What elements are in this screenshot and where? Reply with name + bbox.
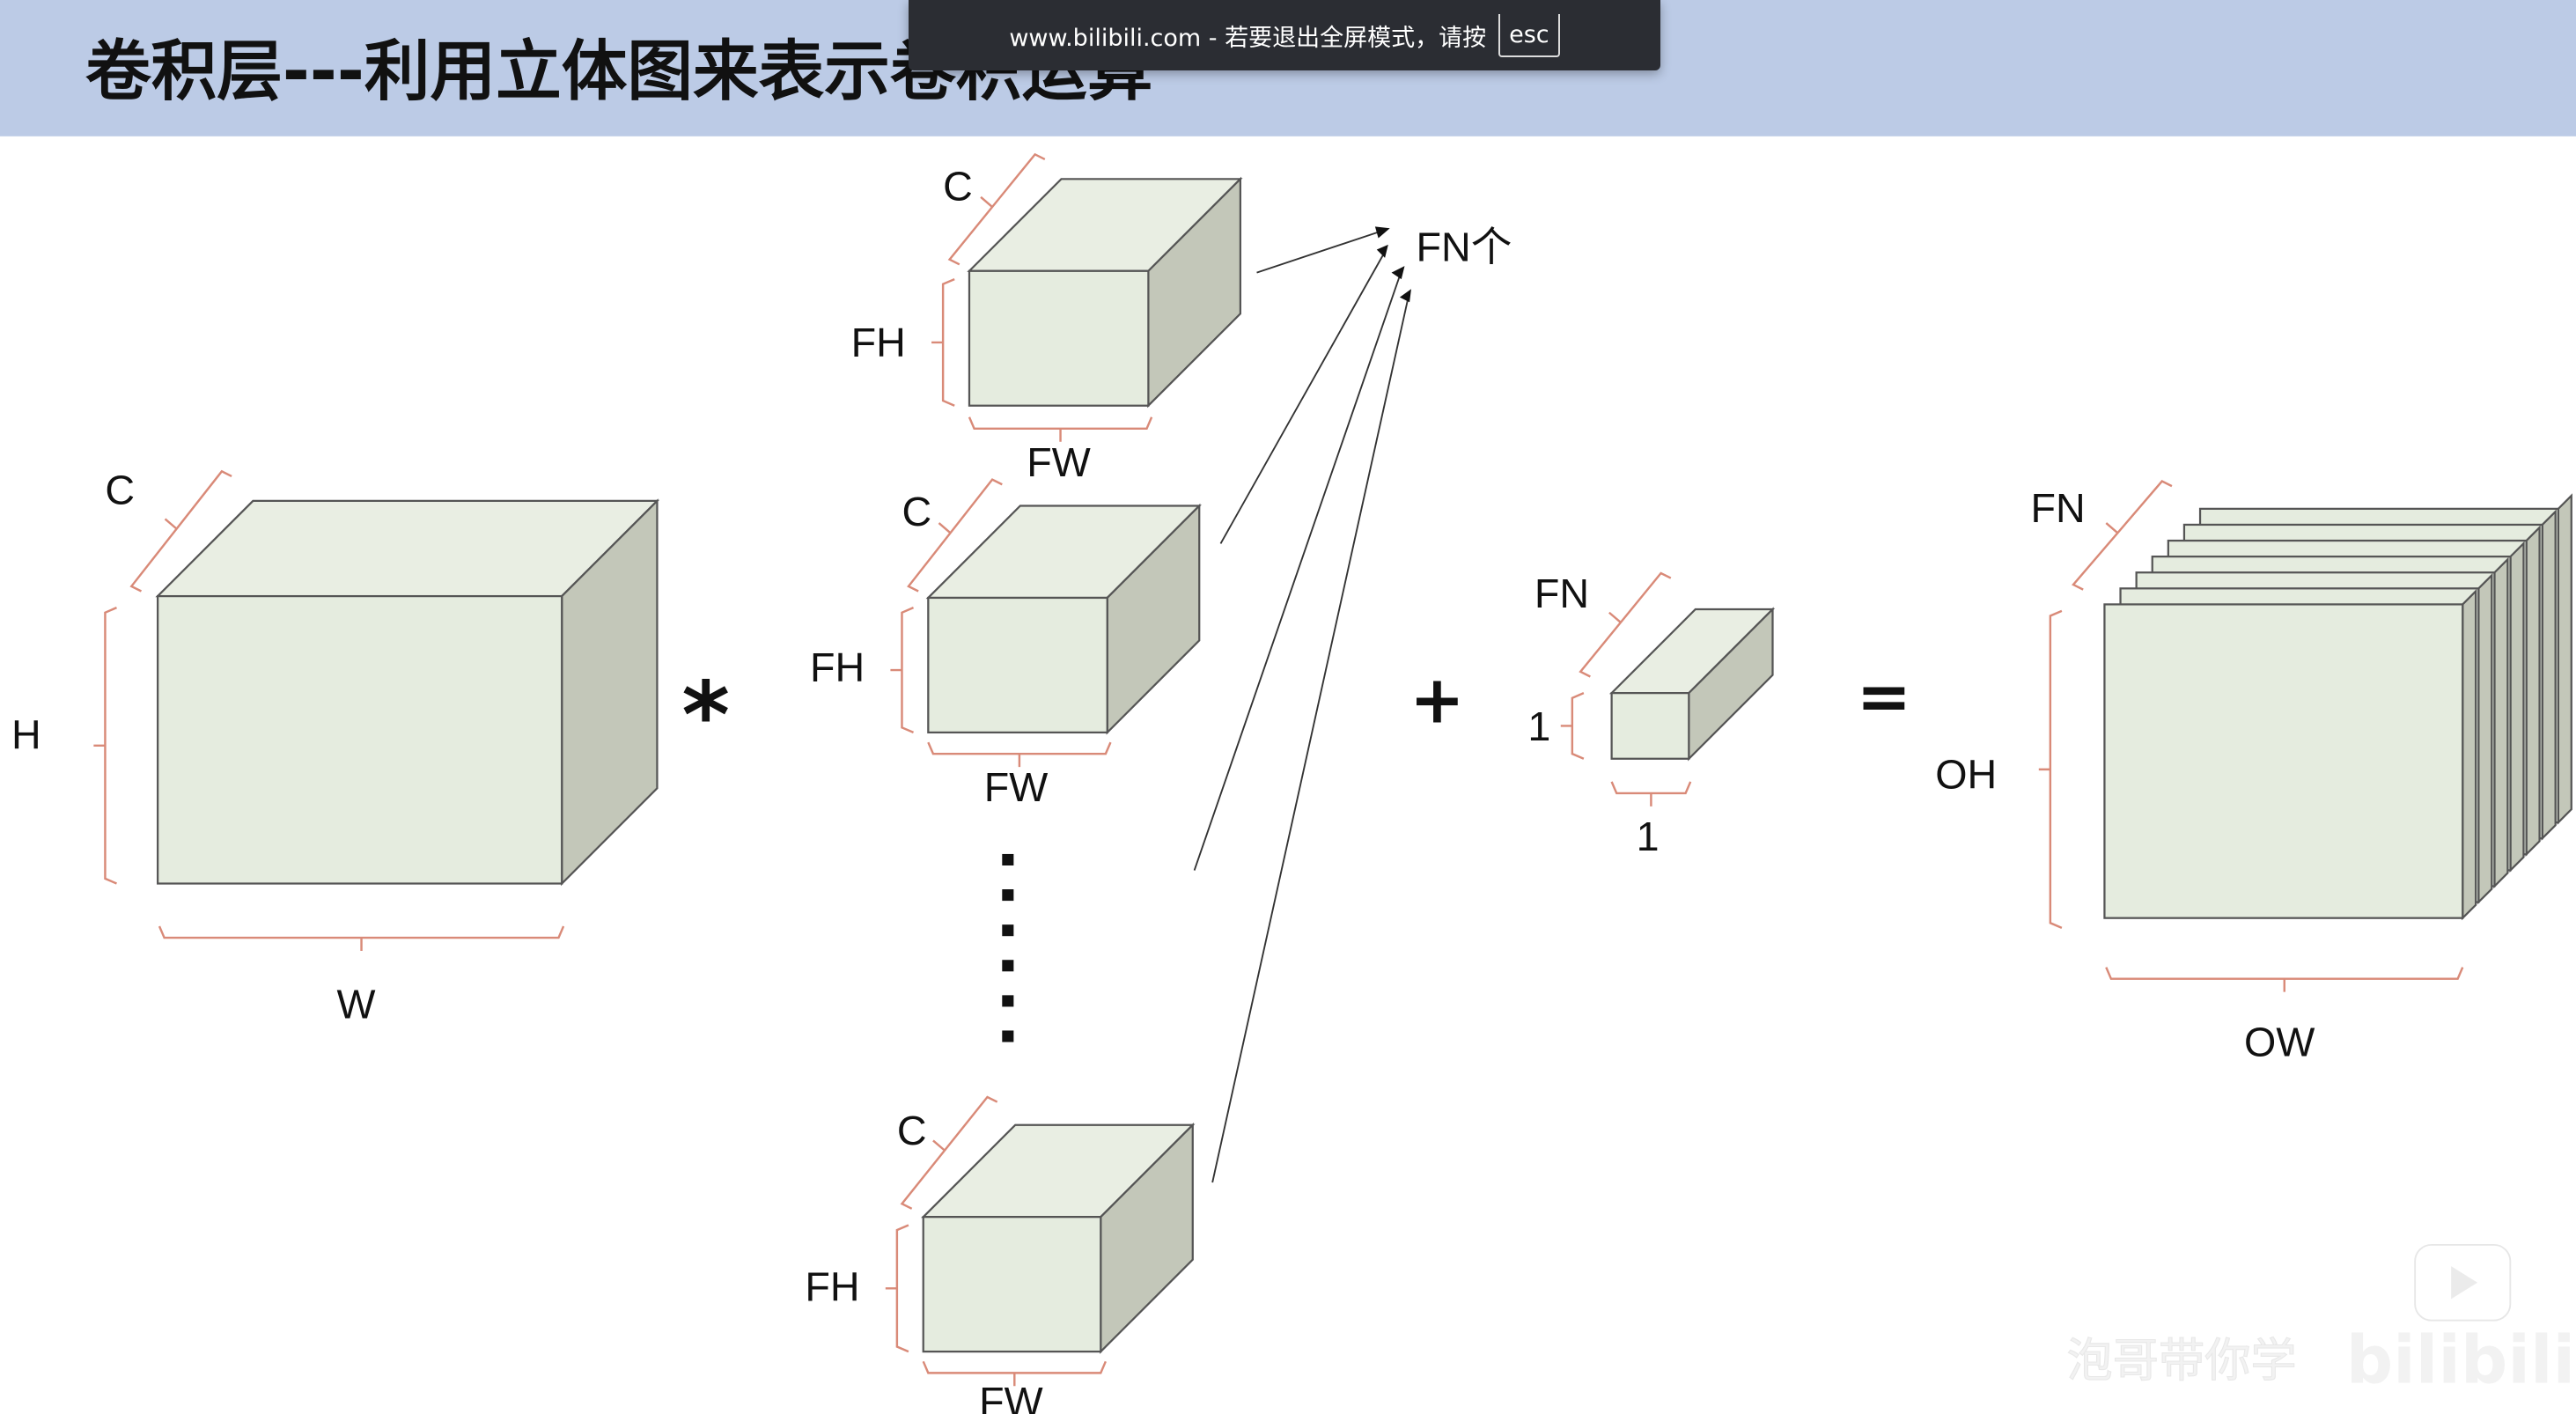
brace xyxy=(1560,692,1585,760)
filter2-c-label: C xyxy=(902,489,931,534)
arrowheads xyxy=(1374,226,1411,303)
bias-h-label: 1 xyxy=(1527,703,1550,749)
filter1-fw-label: FW xyxy=(1027,439,1091,485)
filter2-fh-label: FH xyxy=(810,644,865,690)
filter1-fh-label: FH xyxy=(851,320,906,365)
brace xyxy=(927,741,1112,768)
filter-cube-n xyxy=(921,1123,1196,1354)
ellipsis-dots xyxy=(1002,853,1014,1042)
filter-count-label: FN个 xyxy=(1417,225,1512,270)
output-channel-plate xyxy=(2103,603,2464,919)
filter-cube-1 xyxy=(967,176,1243,409)
brace xyxy=(890,607,915,734)
brace xyxy=(129,469,232,593)
arrows xyxy=(1193,226,1411,1183)
watermark-uploader: 泡哥带你学 xyxy=(2067,1335,2297,1388)
dot xyxy=(1002,853,1014,865)
brace xyxy=(947,152,1046,266)
bias-cube xyxy=(1608,607,1776,762)
filter3-fw-label: FW xyxy=(979,1379,1043,1414)
dot xyxy=(1002,1030,1014,1042)
input-w-label: W xyxy=(337,981,376,1027)
brace xyxy=(1610,781,1692,806)
brace xyxy=(968,416,1153,442)
arrow-filter-3 xyxy=(1193,276,1401,871)
brace xyxy=(2072,480,2173,591)
convolution-operator: * xyxy=(681,662,730,770)
watermark-brand: bilibili xyxy=(2346,1322,2575,1399)
input-c-label: C xyxy=(105,468,135,513)
brace xyxy=(931,277,955,407)
arrow-filter-2 xyxy=(1219,254,1385,544)
plus-operator: + xyxy=(1409,662,1465,739)
filter-cube-2 xyxy=(925,503,1202,735)
arrow-filter-1 xyxy=(1256,231,1380,274)
dot xyxy=(1002,995,1014,1007)
esc-key-badge: esc xyxy=(1498,13,1560,57)
dot xyxy=(1002,889,1014,902)
brace xyxy=(2105,967,2464,992)
output-oh-label: OH xyxy=(1935,751,1997,797)
brace xyxy=(2038,609,2063,929)
brace xyxy=(93,607,117,885)
brace xyxy=(922,1360,1107,1387)
bilibili-logo-icon xyxy=(2414,1231,2512,1322)
fullscreen-toast: www.bilibili.com - 若要退出全屏模式，请按 esc xyxy=(909,0,1660,70)
toast-message: www.bilibili.com - 若要退出全屏模式，请按 xyxy=(1009,24,1487,52)
filter3-c-label: C xyxy=(897,1108,927,1153)
output-ow-label: OW xyxy=(2244,1019,2315,1064)
dot xyxy=(1002,960,1014,972)
bias-w-label: 1 xyxy=(1637,814,1660,859)
arrow-filter-n xyxy=(1211,298,1409,1183)
filter2-fw-label: FW xyxy=(984,764,1049,810)
filter3-fh-label: FH xyxy=(805,1263,859,1309)
filter1-c-label: C xyxy=(943,164,973,210)
input-h-label: H xyxy=(11,712,41,758)
output-fn-label: FN xyxy=(2030,485,2085,531)
brace xyxy=(158,925,565,951)
input-volume-cube xyxy=(155,498,660,887)
brace xyxy=(907,478,1003,593)
brace xyxy=(900,1095,998,1210)
brace xyxy=(1579,571,1672,678)
dot xyxy=(1002,924,1014,937)
equals-operator: = xyxy=(1857,659,1912,735)
output-feature-map-stack xyxy=(2103,493,2572,921)
brace xyxy=(885,1224,909,1353)
bias-fn-label: FN xyxy=(1535,571,1589,616)
